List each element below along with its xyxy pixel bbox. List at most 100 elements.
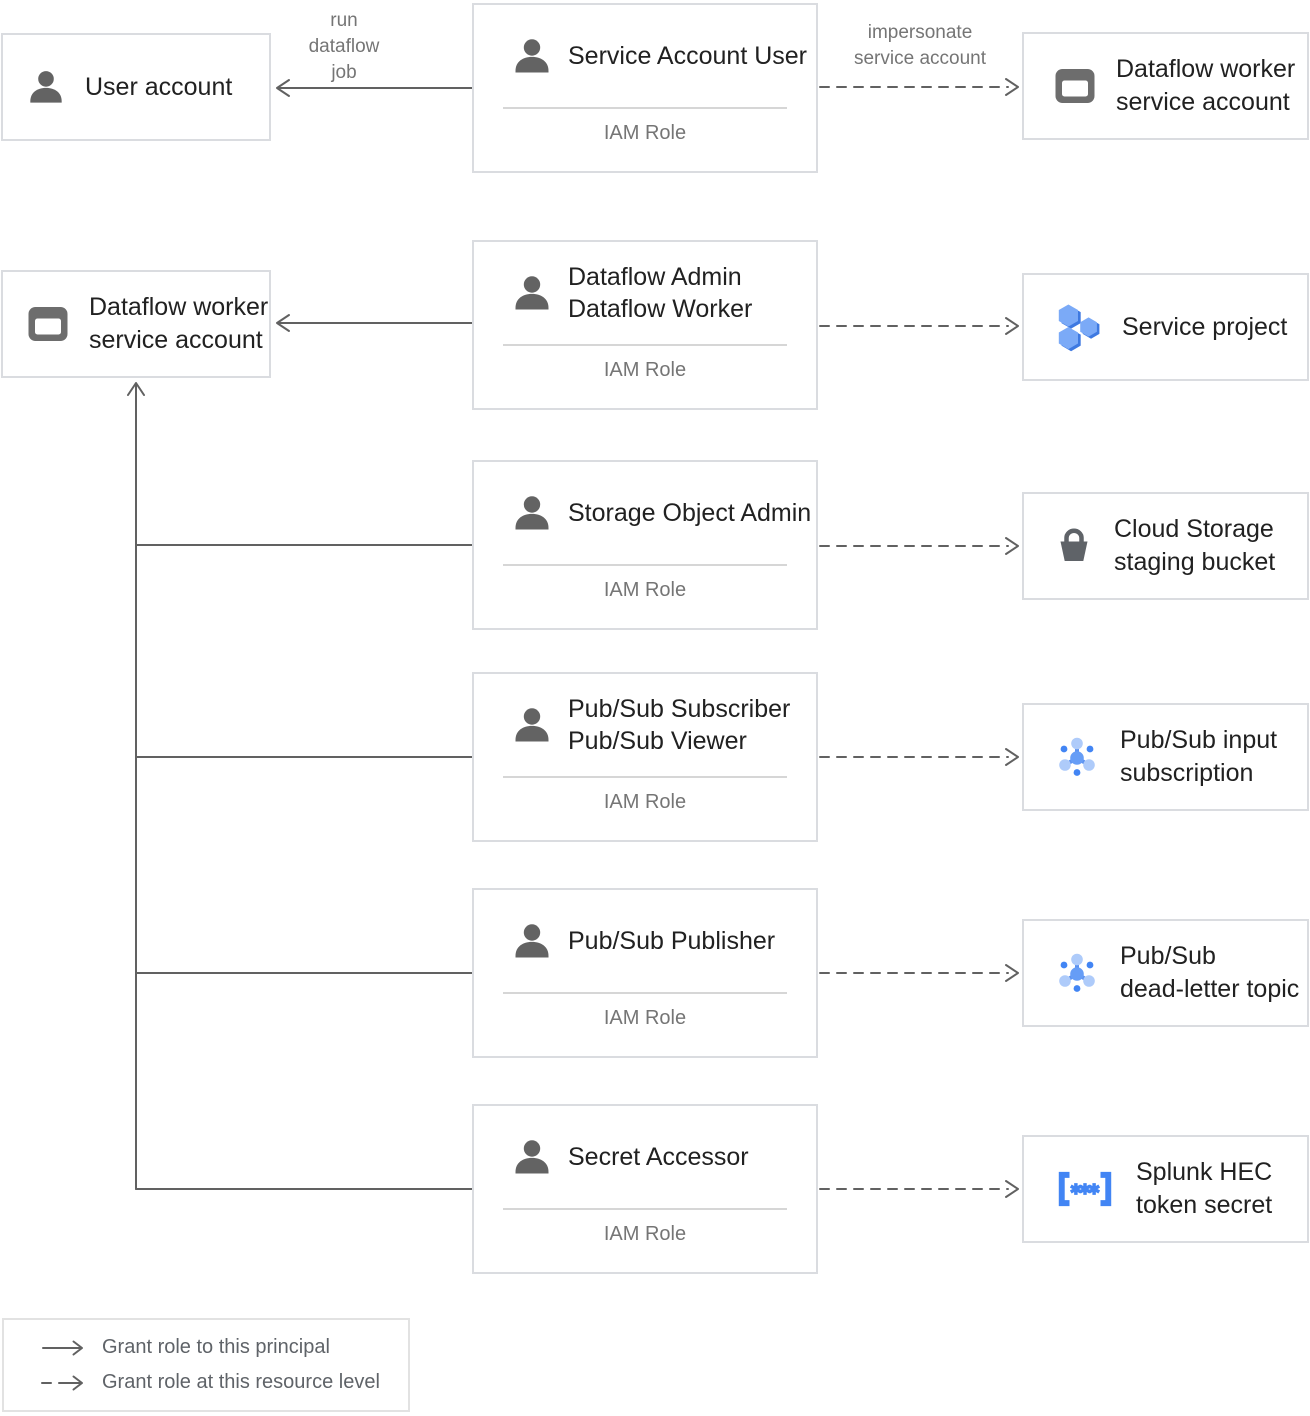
role-subtitle: IAM Role <box>603 1223 687 1245</box>
arrowhead-right <box>1005 964 1019 982</box>
node-label-line: Dataflow worker <box>89 293 269 321</box>
edge-label-run-dataflow-job: run dataflow job <box>284 8 404 86</box>
role-box-pubsub-publisher: Pub/Sub Publisher IAM Role <box>472 888 818 1058</box>
bucket-icon <box>1054 526 1094 566</box>
role-box-storage-object-admin: Storage Object Admin IAM Role <box>472 460 818 630</box>
person-icon <box>512 493 552 533</box>
pubsub-icon <box>1054 734 1100 780</box>
person-icon <box>512 36 552 76</box>
node-label: User account <box>85 71 232 104</box>
person-icon <box>27 68 65 106</box>
node-user-account: User account <box>1 33 271 141</box>
solid-arrow-icon <box>42 1340 83 1355</box>
role-title-line: Service Account User <box>568 42 807 70</box>
role-title-line: Dataflow Worker <box>568 295 753 323</box>
divider <box>503 992 787 994</box>
edge-label-line: job <box>331 62 357 83</box>
node-service-project: Service project <box>1022 273 1309 381</box>
role-subtitle: IAM Role <box>603 359 687 381</box>
role-title-line: Pub/Sub Subscriber <box>568 695 791 723</box>
node-pubsub-dead-letter-topic: Pub/Sub dead-letter topic <box>1022 919 1309 1027</box>
role-title-lines: Service Account User <box>568 40 807 72</box>
edge-label-line: impersonate <box>867 22 973 43</box>
node-label-line: Splunk HEC <box>1136 1158 1273 1186</box>
role-subtitle: IAM Role <box>603 1007 687 1029</box>
arrowhead-up <box>127 382 145 396</box>
arrowhead-right <box>1005 537 1019 555</box>
role-title-lines: Pub/Sub Subscriber Pub/Sub Viewer <box>568 693 790 757</box>
arrowhead-left <box>276 314 290 332</box>
divider <box>503 564 787 566</box>
edge-label-line: dataflow <box>308 36 380 57</box>
node-splunk-hec-token-secret: Splunk HEC token secret <box>1022 1135 1309 1243</box>
person-icon <box>512 1137 552 1177</box>
edge-label-line: run <box>330 10 358 31</box>
arrowhead-right <box>1005 78 1019 96</box>
role-title-lines: Pub/Sub Publisher <box>568 925 775 957</box>
node-label-line: Pub/Sub input <box>1120 726 1278 754</box>
node-label-line: service account <box>89 326 263 354</box>
role-box-dataflow-admin-worker: Dataflow Admin Dataflow Worker IAM Role <box>472 240 818 410</box>
legend-label: Grant role at this resource level <box>102 1371 380 1393</box>
role-title-line: Storage Object Admin <box>568 499 812 527</box>
node-label-line: User account <box>85 72 233 101</box>
role-title: Storage Object Admin <box>474 462 816 564</box>
project-icon <box>1054 302 1102 352</box>
role-subtitle: IAM Role <box>603 579 687 601</box>
role-title-lines: Dataflow Admin Dataflow Worker <box>568 261 752 325</box>
role-title-line: Dataflow Admin <box>568 263 742 291</box>
node-label: Splunk HEC token secret <box>1136 1156 1272 1222</box>
arrowhead-right <box>1005 748 1019 766</box>
role-title: Pub/Sub Subscriber Pub/Sub Viewer <box>474 674 816 776</box>
arrowhead-right <box>1005 1180 1019 1198</box>
role-box-pubsub-subscriber-viewer: Pub/Sub Subscriber Pub/Sub Viewer IAM Ro… <box>472 672 818 842</box>
role-title-line: Pub/Sub Publisher <box>568 927 776 955</box>
node-label-line: Cloud Storage <box>1114 515 1274 543</box>
node-label-line: Service project <box>1122 312 1288 341</box>
node-label-line: Pub/Sub <box>1120 942 1216 970</box>
divider <box>503 1208 787 1210</box>
role-box-secret-accessor: Secret Accessor IAM Role <box>472 1104 818 1274</box>
secret-icon <box>1054 1168 1116 1210</box>
person-icon <box>512 273 552 313</box>
role-title-lines: Storage Object Admin <box>568 497 811 529</box>
legend-label: Grant role to this principal <box>102 1336 330 1358</box>
node-label-line: token secret <box>1136 1191 1273 1219</box>
person-icon <box>512 921 552 961</box>
legend: Grant role to this principal Grant role … <box>2 1318 410 1412</box>
node-label-line: subscription <box>1120 759 1254 787</box>
edge-label-impersonate: impersonate service account <box>820 20 1020 72</box>
node-cloud-storage-staging-bucket: Cloud Storage staging bucket <box>1022 492 1309 600</box>
role-box-service-account-user: Service Account User IAM Role <box>472 3 818 173</box>
node-label-line: service account <box>1116 88 1290 116</box>
role-title: Pub/Sub Publisher <box>474 890 816 992</box>
node-label: Dataflow worker service account <box>1116 53 1295 119</box>
dashed-arrow-icon <box>41 1375 83 1390</box>
role-subtitle: IAM Role <box>603 791 687 813</box>
node-label: Pub/Sub dead-letter topic <box>1120 940 1299 1006</box>
node-label: Service project <box>1122 311 1287 344</box>
role-title: Service Account User <box>474 5 816 107</box>
node-dataflow-worker-service-account: Dataflow worker service account <box>1 270 271 378</box>
node-pubsub-input-subscription: Pub/Sub input subscription <box>1022 703 1309 811</box>
legend-item-grant-role-resource: Grant role at this resource level <box>40 1371 408 1394</box>
edge-label-line: service account <box>853 48 986 69</box>
arrowhead-right <box>1005 317 1019 335</box>
role-title-lines: Secret Accessor <box>568 1141 749 1173</box>
node-label-line: dead-letter topic <box>1120 975 1300 1003</box>
person-icon <box>512 705 552 745</box>
service-account-icon <box>27 304 69 344</box>
pubsub-icon <box>1054 950 1100 996</box>
node-label: Dataflow worker service account <box>89 291 268 357</box>
role-title-line: Pub/Sub Viewer <box>568 727 747 755</box>
node-label-line: Dataflow worker <box>1116 55 1296 83</box>
node-label-line: staging bucket <box>1114 548 1276 576</box>
node-label: Cloud Storage staging bucket <box>1114 513 1275 579</box>
role-subtitle: IAM Role <box>603 122 687 144</box>
node-label: Pub/Sub input subscription <box>1120 724 1277 790</box>
divider <box>503 344 787 346</box>
legend-item-grant-role-principal: Grant role to this principal <box>40 1336 408 1359</box>
divider <box>503 776 787 778</box>
role-title: Dataflow Admin Dataflow Worker <box>474 242 816 344</box>
